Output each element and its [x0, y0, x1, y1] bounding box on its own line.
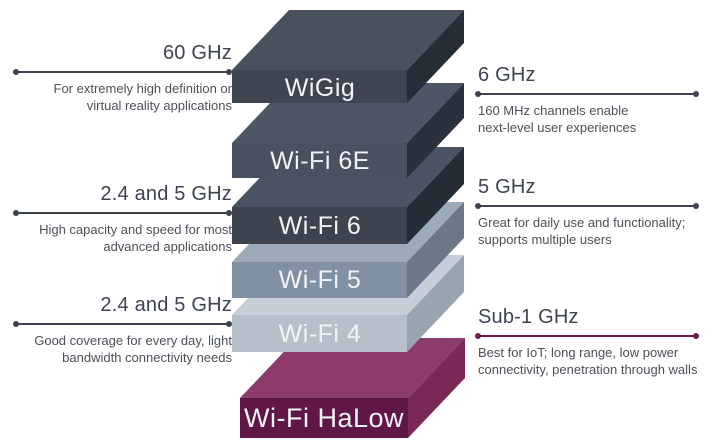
annotation-2-4-and-5ghz-lower: 2.4 and 5 GHz Good coverage for every da… [10, 292, 232, 366]
description-sub1ghz: Best for IoT; long range, low power conne… [478, 344, 720, 378]
frequency-label-60ghz: 60 GHz [162, 42, 232, 64]
description-5ghz: Great for daily use and functionality; su… [478, 214, 720, 248]
connector-line-5ghz [475, 203, 699, 209]
description-2-4-5ghz-upper: High capacity and speed for most advanced… [10, 221, 232, 255]
wifi-5-side-face [407, 202, 464, 298]
wifi-5-front-face [232, 262, 407, 298]
annotation-2-4-and-5ghz-upper: 2.4 and 5 GHz High capacity and speed fo… [10, 181, 232, 255]
connector-line-2-4-5ghz-upper [13, 210, 232, 216]
wifi-4-side-face [407, 255, 464, 352]
wigig-side-face [407, 10, 464, 103]
connector-line-60ghz [13, 69, 232, 75]
description-line: bandwidth connectivity needs [62, 350, 232, 365]
description-line: supports multiple users [478, 232, 612, 247]
annotation-6ghz: 6 GHz 160 MHz channels enable next-level … [475, 62, 720, 136]
description-line: virtual reality applications [86, 98, 232, 113]
description-2-4-5ghz-lower: Good coverage for every day, light bandwi… [10, 332, 232, 366]
description-line: Best for IoT; long range, low power [478, 345, 679, 360]
description-line: advanced applications [103, 239, 232, 254]
description-line: Good coverage for every day, light [34, 333, 232, 348]
wifi-halow-front-face [240, 398, 408, 438]
wifi-halow-side-face [408, 338, 465, 438]
connector-line-2-4-5ghz-lower [13, 321, 232, 327]
annotation-60ghz: 60 GHz For extremely high definition or v… [10, 40, 232, 114]
frequency-label-5ghz: 5 GHz [478, 176, 536, 198]
description-line: For extremely high definition or [53, 81, 232, 96]
wigig-front-face [232, 70, 407, 103]
frequency-label-6ghz: 6 GHz [478, 64, 536, 86]
wifi-halow-label: Wi-Fi HaLow [244, 403, 404, 433]
frequency-label-2-4-5ghz-lower: 2.4 and 5 GHz [100, 294, 232, 316]
description-6ghz: 160 MHz channels enable next-level user e… [478, 102, 720, 136]
description-line: next-level user experiences [478, 120, 637, 135]
wifi-6-label: Wi-Fi 6 [279, 212, 362, 240]
wifi-4-front-face [232, 315, 407, 352]
wifi-5-label: Wi-Fi 5 [279, 266, 362, 294]
slab-wifi-halow: Wi-Fi HaLow [240, 338, 465, 438]
wifi-6-side-face [407, 147, 464, 244]
wifi-4-label: Wi-Fi 4 [279, 320, 362, 348]
connector-line-sub1ghz [475, 333, 699, 339]
wifi-6e-front-face [232, 143, 407, 178]
description-line: connectivity, penetration through walls [478, 362, 698, 377]
wigig-label: WiGig [285, 74, 356, 102]
frequency-label-sub1ghz: Sub-1 GHz [478, 306, 579, 328]
description-line: Great for daily use and functionality; [478, 215, 686, 230]
description-line: 160 MHz channels enable [478, 103, 629, 118]
frequency-label-2-4-5ghz-upper: 2.4 and 5 GHz [100, 183, 232, 205]
wifi-halow-top-face [240, 338, 465, 398]
wigig-top-face [232, 10, 464, 70]
wifi-6e-label: Wi-Fi 6E [270, 147, 370, 175]
description-60ghz: For extremely high definition or virtual … [10, 80, 232, 114]
connector-line-6ghz [475, 91, 699, 97]
annotation-sub1ghz: Sub-1 GHz Best for IoT; long range, low … [475, 304, 720, 378]
description-line: High capacity and speed for most [39, 222, 232, 237]
annotation-5ghz: 5 GHz Great for daily use and functional… [475, 174, 720, 248]
wifi-6-front-face [232, 207, 407, 244]
wifi-6e-side-face [407, 83, 464, 178]
slab-wigig: WiGig [232, 10, 464, 103]
